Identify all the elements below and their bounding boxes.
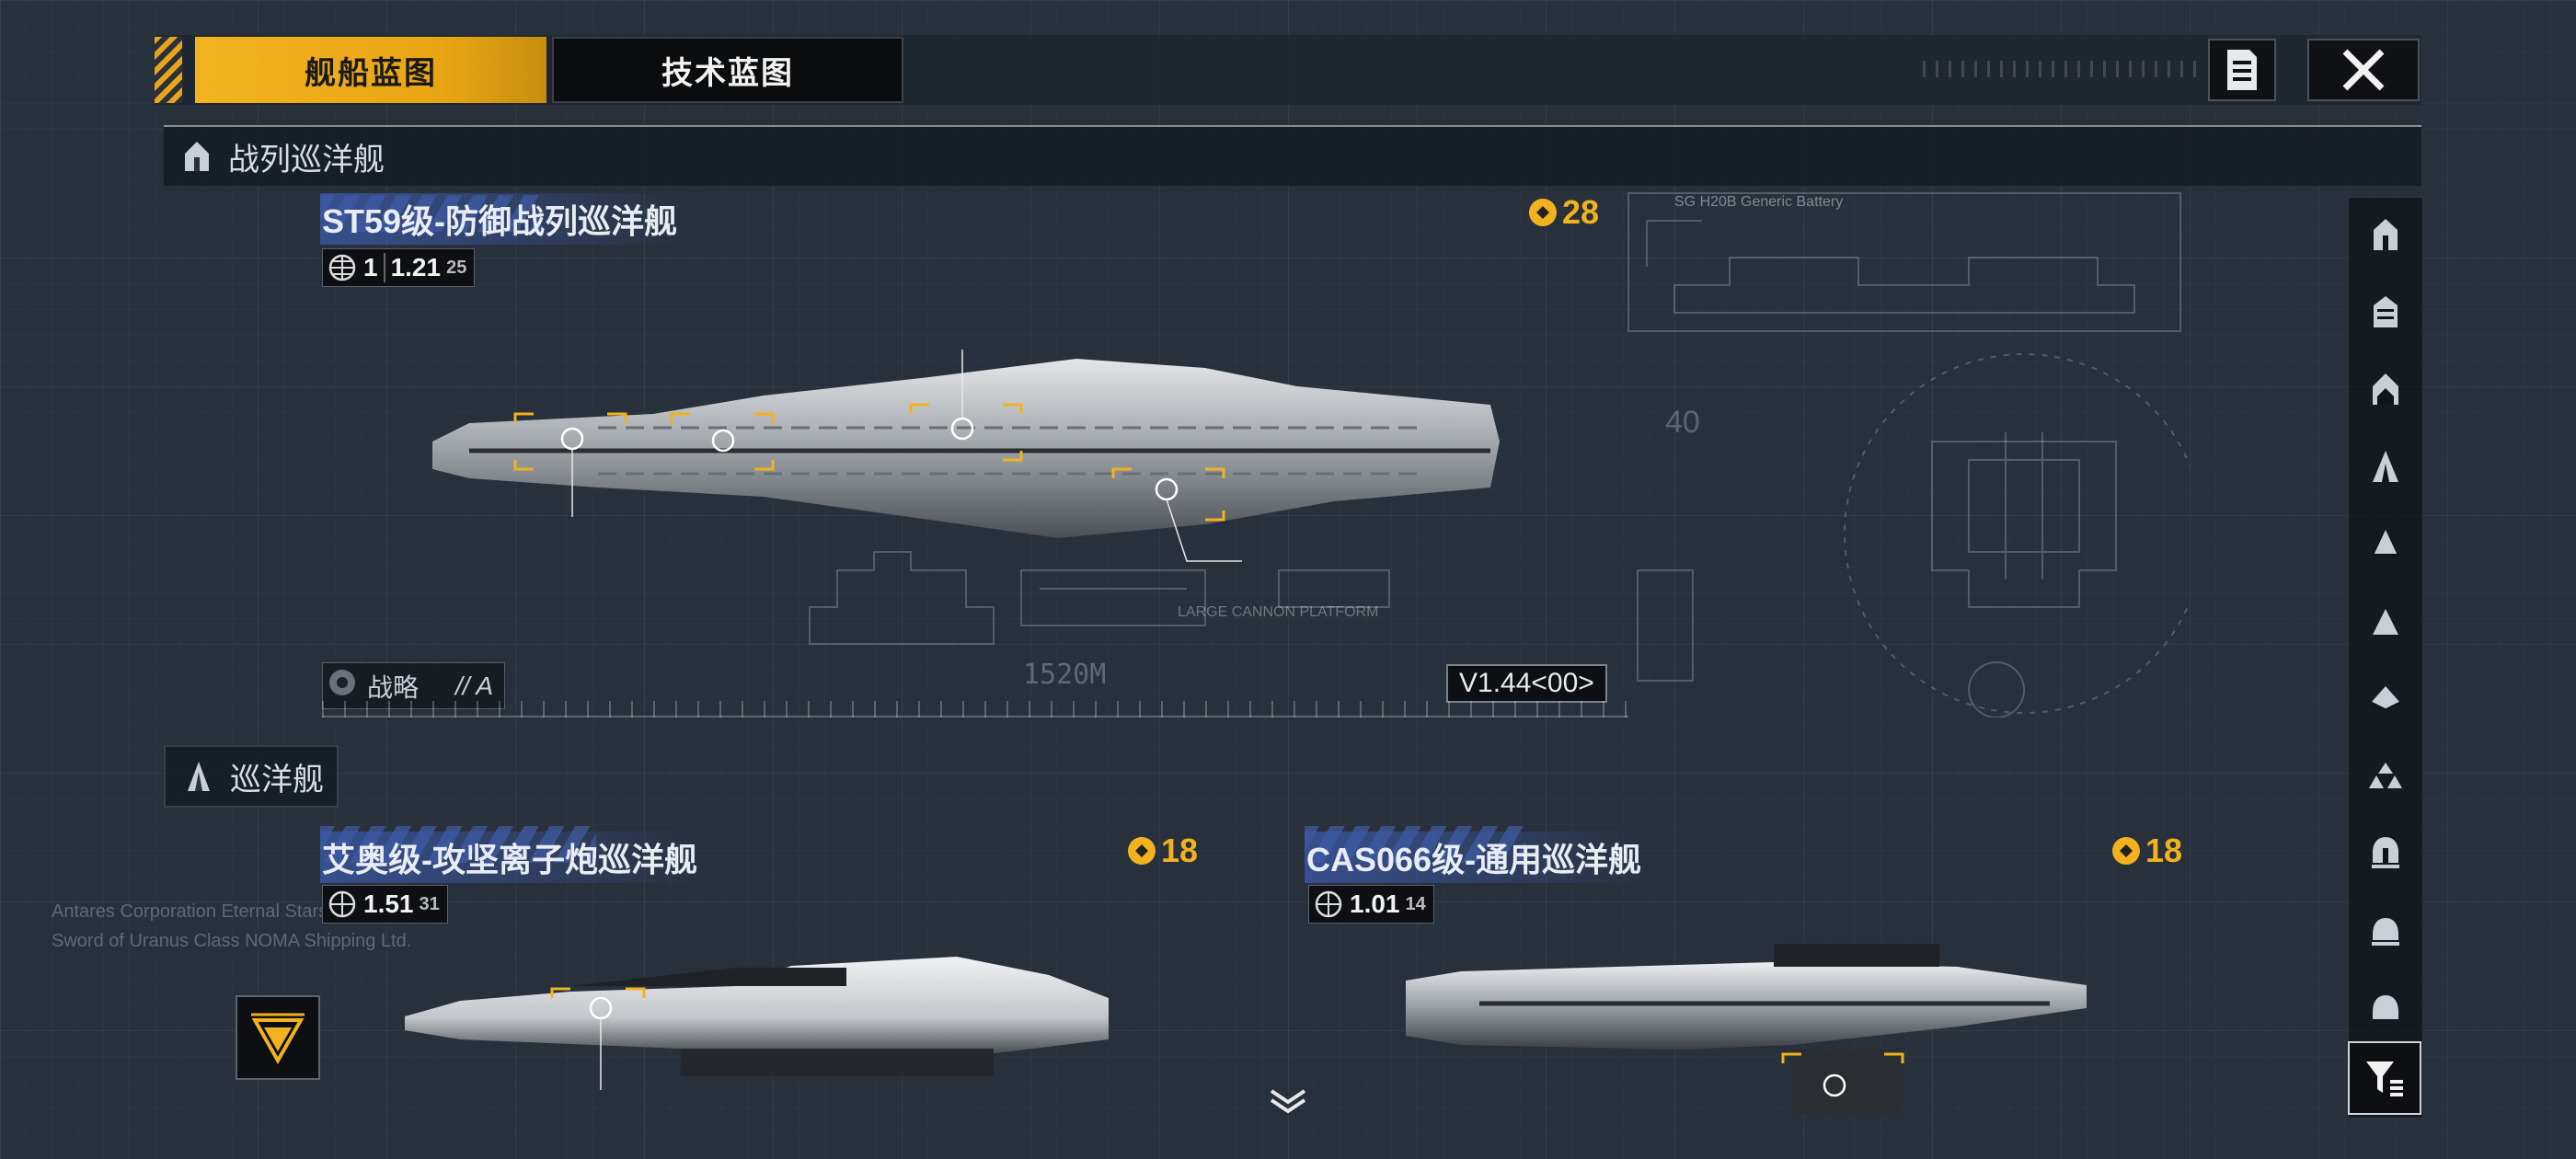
section-battlecruiser: 战列巡洋舰 (164, 125, 2421, 186)
stat-sub: 25 (446, 257, 467, 278)
stat-sub: 31 (419, 893, 440, 914)
ship-class-icon (2373, 995, 2398, 1019)
blueprint-diagram: SG H20B Generic Battery 40 (1627, 192, 2190, 717)
nav-item-class-8[interactable] (2349, 739, 2422, 812)
ship-class-icon (2374, 296, 2398, 327)
nav-item-class-11[interactable] (2349, 970, 2422, 1044)
class-filter-nav (2348, 197, 2423, 1119)
blueprint-label: SG H20B Generic Battery (1674, 194, 1843, 210)
ship-name[interactable]: 艾奥级-攻坚离子炮巡洋舰 (320, 832, 707, 883)
ship-cost: 28 (1529, 193, 1599, 232)
stat-badge: 1.01 14 (1308, 885, 1434, 924)
nav-item-class-10[interactable] (2349, 893, 2422, 967)
cruiser-class-icon (2373, 451, 2398, 482)
blueprint-number: 40 (1665, 405, 1700, 440)
ship-class-icon (2370, 686, 2401, 712)
stat-sub: 14 (1405, 893, 1426, 914)
triangle-emblem-icon (251, 1013, 305, 1065)
globe-icon (327, 252, 358, 283)
section-title: 巡洋舰 (230, 762, 324, 798)
ship-class-icon (2373, 530, 2398, 557)
cost-value: 18 (1161, 832, 1199, 869)
battlecruiser-class-icon (178, 138, 215, 175)
hazard-stripes (155, 37, 182, 103)
list-button[interactable] (2208, 39, 2276, 101)
nav-item-cruiser[interactable] (2349, 430, 2422, 503)
battlecruiser-class-icon (2373, 373, 2398, 405)
cost-value: 28 (1562, 193, 1600, 231)
chevron-down-icon[interactable] (1268, 1087, 1308, 1115)
stat-rank: 1 (363, 253, 385, 282)
stat-value: 1.01 (1350, 889, 1400, 918)
nav-item-class-9[interactable] (2349, 816, 2422, 889)
ship-name[interactable]: CAS066级-通用巡洋舰 (1305, 832, 1651, 883)
ship-image-cas066[interactable] (1406, 935, 2087, 1137)
platform-label: LARGE CANNON PLATFORM (1178, 604, 1378, 620)
ship-schematic: LARGE CANNON PLATFORM (809, 551, 1390, 645)
currency-icon (1128, 837, 1156, 865)
ruler (322, 701, 1628, 717)
decor-ticks (1923, 61, 2199, 77)
nav-item-class-2[interactable] (2349, 275, 2422, 349)
ship-cost: 18 (2112, 832, 2182, 870)
emblem-button[interactable] (236, 995, 320, 1080)
stat-value: 1.51 (363, 889, 414, 918)
ship-class-icon (2369, 763, 2402, 788)
ship-class-icon (2373, 609, 2398, 635)
length-label: 1520M (1023, 659, 1107, 691)
nav-item-class-7[interactable] (2349, 661, 2422, 735)
nav-item-class-5[interactable] (2349, 507, 2422, 580)
globe-icon (1313, 889, 1344, 920)
ship-class-icon (2372, 918, 2399, 946)
close-button[interactable] (2307, 39, 2420, 101)
globe-icon (327, 889, 358, 920)
ship-cost: 18 (1128, 832, 1198, 870)
tab-tech-blueprint[interactable]: 技术蓝图 (552, 37, 903, 103)
section-title: 战列巡洋舰 (228, 142, 385, 178)
ship-class-icon (2372, 837, 2399, 868)
nav-item-battlecruiser[interactable] (2349, 352, 2422, 426)
section-cruiser: 巡洋舰 (164, 745, 339, 808)
version-badge: V1.44<00> (1446, 664, 1607, 703)
stat-badge: 1 1.21 25 (322, 248, 476, 287)
currency-icon (1529, 199, 1557, 226)
cost-value: 18 (2145, 832, 2183, 869)
nav-item-class-6[interactable] (2349, 584, 2422, 658)
filter-button[interactable] (2348, 1041, 2421, 1115)
ship-name[interactable]: ST59级-防御战列巡洋舰 (320, 193, 687, 245)
cruiser-class-icon (180, 758, 217, 795)
role-tag-sub: // A (455, 671, 493, 700)
ship-class-icon (2374, 219, 2398, 250)
bg-caption: Sword of Uranus Class NOMA Shipping Ltd. (52, 931, 412, 951)
list-icon (2227, 50, 2257, 90)
ship-image-st59[interactable] (414, 340, 1500, 580)
tab-ship-blueprint[interactable]: 舰船蓝图 (195, 37, 546, 103)
filter-icon (2366, 1061, 2403, 1096)
currency-icon (2112, 837, 2140, 865)
role-tag-label: 战略 (367, 672, 420, 702)
role-tag: 战略 // A (322, 662, 505, 709)
stat-badge: 1.51 31 (322, 885, 448, 924)
nav-item-class-1[interactable] (2349, 198, 2422, 271)
bg-caption: Antares Corporation Eternal Stars F (52, 901, 344, 922)
close-icon (2342, 49, 2385, 91)
strategy-gear-icon (327, 667, 358, 705)
ship-image-io[interactable] (405, 929, 1113, 1104)
stat-value: 1.21 (390, 253, 442, 281)
